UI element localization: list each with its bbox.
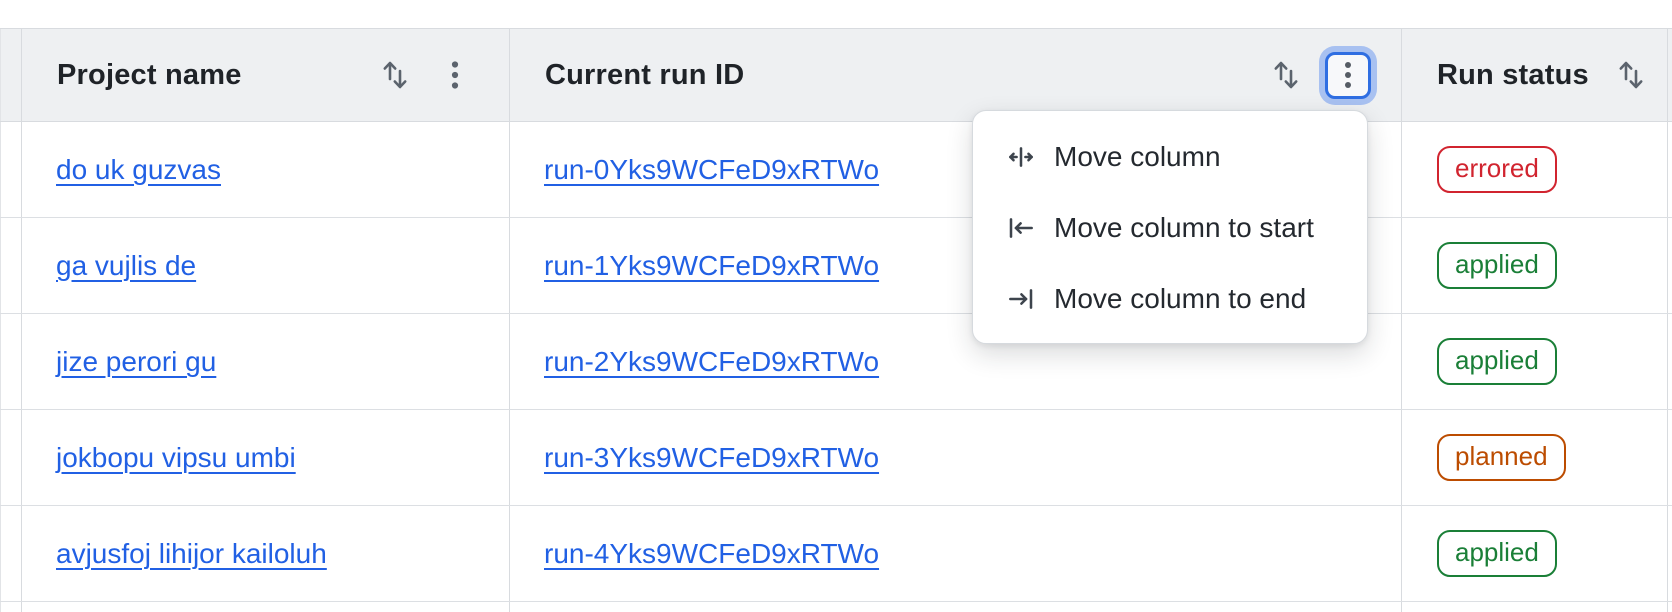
menu-item-move-column[interactable]: Move column: [985, 126, 1355, 187]
column-options-menu: Move column Move column to start Move co…: [972, 110, 1368, 344]
column-options-button-active[interactable]: [1325, 51, 1371, 99]
column-label: Run status: [1437, 58, 1589, 91]
project-link[interactable]: ga vujlis de: [56, 249, 197, 281]
row-gutter-cell: [0, 218, 22, 313]
row-gutter-cell: [0, 122, 22, 217]
sort-icon[interactable]: [1617, 59, 1645, 91]
run-id-link[interactable]: run-0Yks9WCFeD9xRTWo: [544, 153, 880, 185]
row-gutter-cell: [0, 506, 22, 601]
table-row-partial: [0, 602, 1672, 612]
table-row: do uk guzvas run-0Yks9WCFeD9xRTWo errore…: [0, 122, 1672, 218]
project-link[interactable]: jize perori gu: [56, 345, 217, 377]
row-gutter-cell: [0, 314, 22, 409]
projects-table: Project name: [0, 28, 1672, 612]
sort-icon[interactable]: [381, 59, 409, 91]
menu-item-move-column-to-end[interactable]: Move column to end: [985, 269, 1355, 330]
table-row: avjusfoj lihijor kailoluh run-4Yks9WCFeD…: [0, 506, 1672, 602]
status-badge: planned: [1437, 433, 1566, 482]
table-row: jize perori gu run-2Yks9WCFeD9xRTWo appl…: [0, 314, 1672, 410]
move-column-start-icon: [1004, 212, 1038, 244]
menu-item-move-column-to-start[interactable]: Move column to start: [985, 197, 1355, 258]
table-row: jokbopu vipsu umbi run-3Yks9WCFeD9xRTWo …: [0, 410, 1672, 506]
status-badge: applied: [1437, 337, 1557, 386]
menu-item-label: Move column to end: [1054, 283, 1307, 315]
kebab-menu-icon: [451, 61, 459, 89]
column-options-button[interactable]: [451, 60, 459, 90]
row-gutter-cell: [0, 410, 22, 505]
status-badge: errored: [1437, 145, 1557, 194]
move-column-icon: [1004, 141, 1038, 173]
run-id-link[interactable]: run-3Yks9WCFeD9xRTWo: [544, 441, 880, 473]
menu-item-label: Move column: [1054, 140, 1221, 172]
move-column-end-icon: [1004, 283, 1038, 315]
header-gutter-cell: [0, 29, 22, 121]
project-link[interactable]: avjusfoj lihijor kailoluh: [56, 537, 327, 569]
project-link[interactable]: jokbopu vipsu umbi: [56, 441, 296, 473]
menu-item-label: Move column to start: [1054, 211, 1314, 243]
status-badge: applied: [1437, 529, 1557, 578]
column-label: Project name: [57, 58, 242, 91]
column-header-project-name[interactable]: Project name: [22, 29, 510, 121]
run-id-link[interactable]: run-1Yks9WCFeD9xRTWo: [544, 249, 880, 281]
status-badge: applied: [1437, 241, 1557, 290]
header-edge-cell: [1668, 29, 1672, 121]
table-row: ga vujlis de run-1Yks9WCFeD9xRTWo applie…: [0, 218, 1672, 314]
table-header-row: Project name: [0, 28, 1672, 122]
column-header-current-run-id[interactable]: Current run ID: [510, 29, 1402, 121]
column-label: Current run ID: [545, 58, 745, 91]
kebab-menu-icon: [1345, 62, 1351, 88]
run-id-link[interactable]: run-2Yks9WCFeD9xRTWo: [544, 345, 880, 377]
run-id-link[interactable]: run-4Yks9WCFeD9xRTWo: [544, 537, 880, 569]
column-header-run-status[interactable]: Run status: [1402, 29, 1668, 121]
sort-icon[interactable]: [1272, 59, 1300, 91]
project-link[interactable]: do uk guzvas: [56, 153, 221, 185]
